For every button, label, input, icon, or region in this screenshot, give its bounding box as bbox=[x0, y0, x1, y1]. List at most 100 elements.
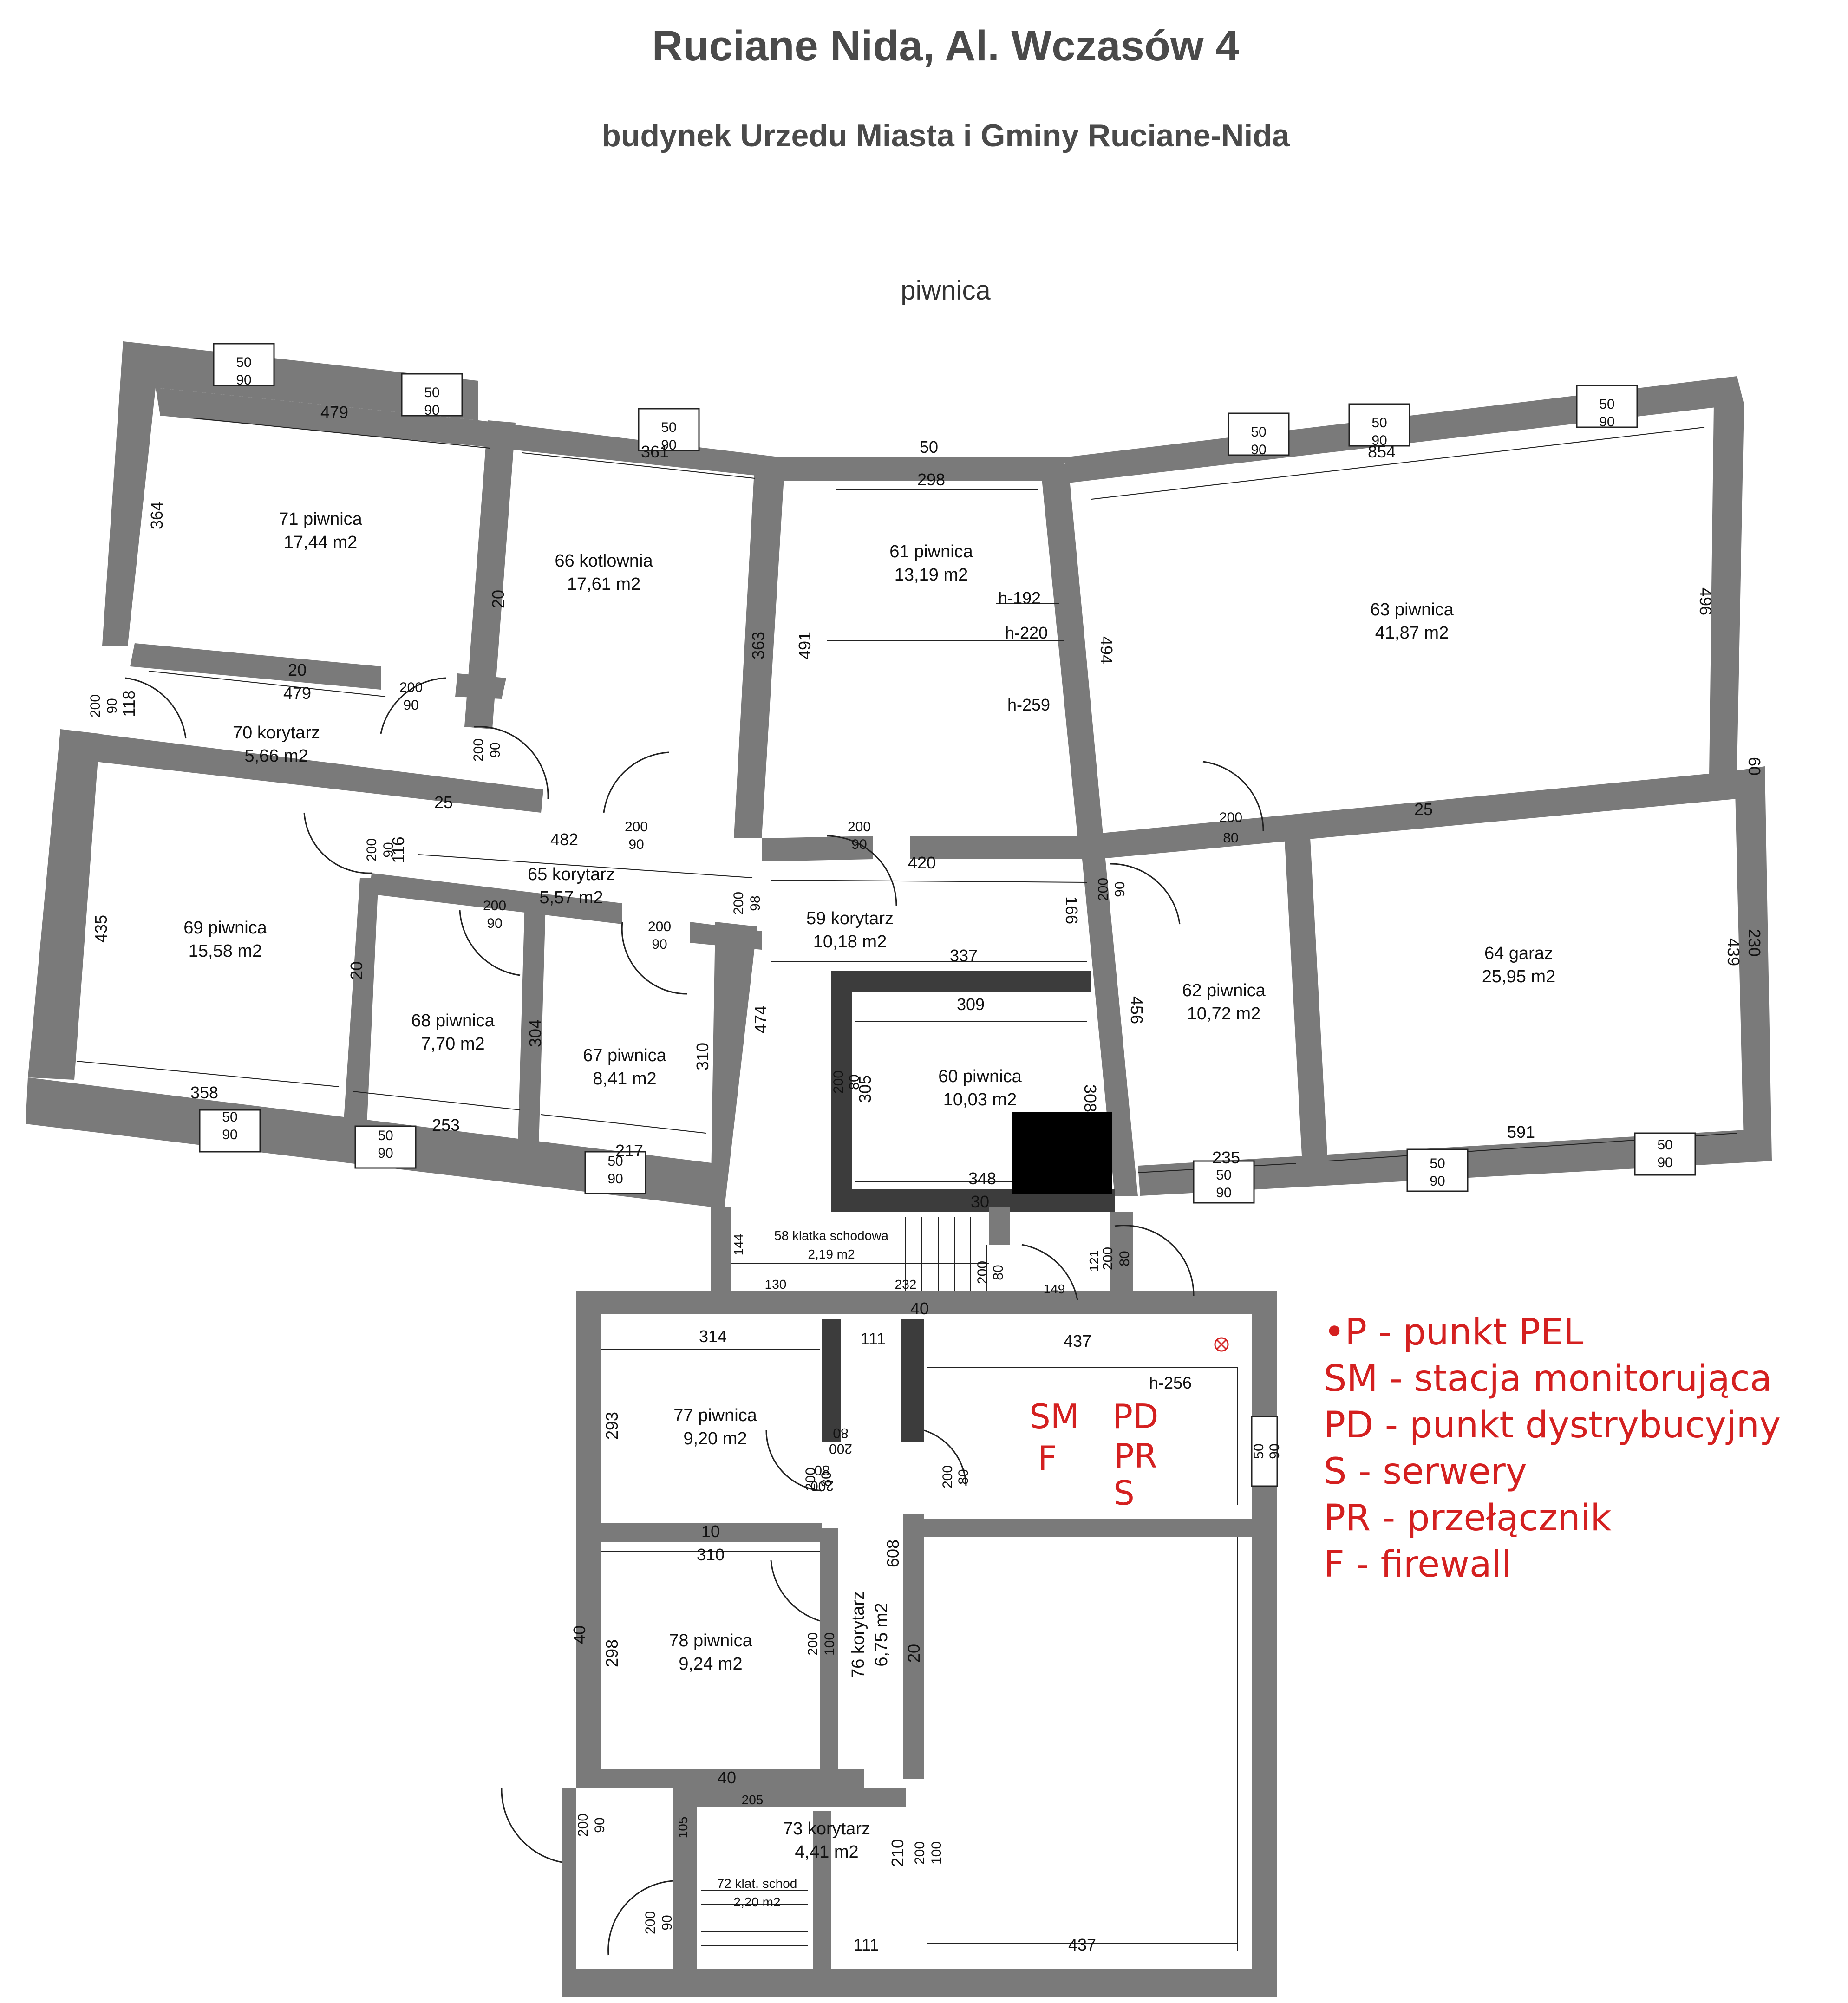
dimension-label: 435 bbox=[91, 915, 111, 943]
room-area: 17,44 m2 bbox=[284, 533, 357, 552]
opening-width: 200 bbox=[1219, 810, 1242, 825]
opening-height: 80 bbox=[956, 1469, 971, 1484]
opening-width: 50 bbox=[1657, 1137, 1672, 1153]
opening-height: 90 bbox=[236, 372, 251, 388]
dimension-label: 608 bbox=[883, 1540, 902, 1567]
dimension-label: 314 bbox=[699, 1327, 727, 1346]
plan-title: Ruciane Nida, Al. Wczasów 4 bbox=[652, 22, 1239, 70]
room-name: 69 piwnica bbox=[183, 918, 267, 938]
opening-width: 50 bbox=[236, 355, 251, 370]
dimension-label: 50 bbox=[920, 437, 938, 457]
stair-72 bbox=[701, 1890, 808, 1946]
opening-height: 90 bbox=[381, 842, 396, 857]
opening-height: 90 bbox=[607, 1171, 623, 1187]
room-name: 70 korytarz bbox=[233, 723, 320, 743]
opening-height: 90 bbox=[222, 1127, 237, 1142]
dimension-label: 232 bbox=[895, 1277, 917, 1292]
opening-width: 200 bbox=[975, 1261, 990, 1284]
window-boxes bbox=[199, 343, 1696, 1487]
dimension-label: 25 bbox=[1414, 800, 1433, 819]
opening-width: 200 bbox=[805, 1632, 821, 1656]
opening-width: 200 bbox=[731, 892, 746, 915]
dimension-label: 474 bbox=[751, 1005, 770, 1033]
dimension-label: 298 bbox=[917, 470, 945, 489]
room-area: 9,24 m2 bbox=[679, 1654, 742, 1674]
dimension-label: 308 bbox=[1081, 1084, 1100, 1112]
opening-height: 90 bbox=[378, 1146, 393, 1161]
floor-label: piwnica bbox=[901, 275, 991, 306]
opening-width: 200 bbox=[1100, 1247, 1116, 1270]
room-name: 67 piwnica bbox=[583, 1046, 666, 1065]
dimension-label: 40 bbox=[570, 1625, 589, 1644]
opening-height: 90 bbox=[660, 1915, 675, 1930]
opening-height: 90 bbox=[1430, 1174, 1445, 1189]
opening-height: 90 bbox=[104, 698, 120, 713]
dimension-label: 494 bbox=[1097, 636, 1116, 664]
dimension-label: 364 bbox=[147, 502, 166, 529]
dimension-label: 20 bbox=[489, 590, 508, 608]
opening-width: 50 bbox=[222, 1109, 237, 1125]
opening-width: 50 bbox=[661, 420, 676, 435]
dimension-label: 116 bbox=[389, 836, 408, 863]
opening-height: 90 bbox=[592, 1817, 607, 1833]
dimension-label: h-192 bbox=[998, 588, 1041, 607]
dimension-labels: 479 361 50 298 854 364 20 363 491 494 49… bbox=[91, 403, 1764, 1954]
opening-height: 98 bbox=[748, 895, 763, 911]
dimension-label: 60 bbox=[1745, 757, 1764, 776]
opening-width: 50 bbox=[1430, 1156, 1445, 1171]
room-name: 73 korytarz bbox=[783, 1819, 870, 1839]
opening-width: 200 bbox=[648, 919, 671, 934]
legend-item: PD - punkt dystrybucyjny bbox=[1324, 1404, 1781, 1446]
door-swings bbox=[125, 677, 1264, 1956]
opening-height: 90 bbox=[851, 837, 867, 852]
opening-width: 50 bbox=[607, 1154, 623, 1169]
room-area: 4,41 m2 bbox=[795, 1842, 858, 1862]
opening-width: 200 bbox=[364, 838, 379, 861]
opening-height: 90 bbox=[1251, 442, 1266, 457]
dimension-label: 496 bbox=[1696, 587, 1715, 615]
legend-item: S - serwery bbox=[1324, 1451, 1527, 1493]
room-name: 63 piwnica bbox=[1370, 600, 1454, 620]
dimension-label: h-259 bbox=[1007, 695, 1050, 714]
legend-item: •P - punkt PEL bbox=[1324, 1311, 1584, 1353]
dimension-label: 310 bbox=[693, 1043, 712, 1070]
opening-height: 90 bbox=[652, 937, 667, 952]
opening-width: 50 bbox=[424, 385, 439, 400]
room-name: 76 korytarz bbox=[849, 1591, 868, 1678]
legend-item: PR - przełącznik bbox=[1324, 1497, 1612, 1539]
room-name: 58 klatka schodowa bbox=[774, 1228, 888, 1243]
opening-height: 80 bbox=[991, 1265, 1006, 1280]
room-area: 8,41 m2 bbox=[593, 1069, 656, 1089]
dimension-label: 591 bbox=[1507, 1122, 1535, 1142]
dimension-label: 363 bbox=[749, 632, 768, 659]
room-area: 2,19 m2 bbox=[808, 1247, 855, 1261]
opening-height: 90 bbox=[1599, 414, 1614, 430]
dimension-label: 20 bbox=[347, 961, 366, 980]
opening-width: 200 bbox=[848, 819, 871, 835]
legend: •P - punkt PEL SM - stacja monitorująca … bbox=[1324, 1311, 1781, 1585]
dimension-label: 20 bbox=[904, 1644, 923, 1663]
label-sm: SM bbox=[1029, 1397, 1079, 1436]
dimension-label: 118 bbox=[119, 690, 138, 717]
dimension-lines bbox=[76, 418, 1737, 1951]
opening-width: 200 bbox=[643, 1911, 658, 1934]
label-pr: PR bbox=[1114, 1436, 1157, 1475]
room-name: 64 garaz bbox=[1484, 944, 1553, 963]
dimension-label: 482 bbox=[550, 830, 578, 849]
dimension-label: 854 bbox=[1368, 442, 1396, 461]
dimension-label: 205 bbox=[742, 1793, 764, 1807]
